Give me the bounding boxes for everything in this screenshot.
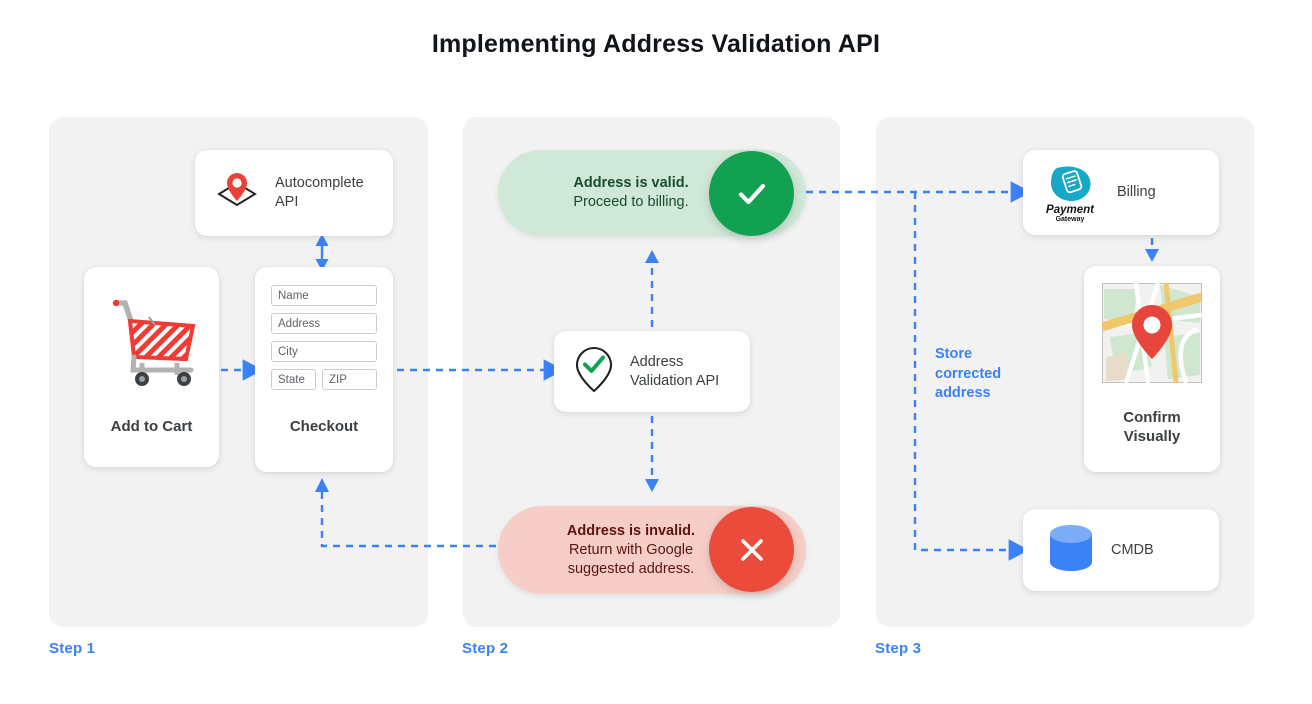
autocomplete-api-card[interactable]: Autocomplete API [195, 150, 393, 236]
checkout-card[interactable]: Name Address City State ZIP Checkout [255, 267, 393, 472]
step-2-label: Step 2 [462, 640, 509, 657]
billing-label: Billing [1117, 184, 1156, 200]
shopping-cart-icon [101, 291, 203, 392]
cmdb-card[interactable]: CMDB [1023, 509, 1219, 591]
svg-text:Payment: Payment [1046, 204, 1095, 216]
cmdb-label: CMDB [1111, 541, 1154, 558]
address-validation-api-card[interactable]: Address Validation API [554, 331, 750, 412]
x-circle-icon [709, 507, 794, 592]
checkout-caption: Checkout [289, 418, 359, 435]
state-field[interactable]: State [271, 369, 316, 390]
city-field[interactable]: City [271, 341, 377, 362]
page-title: Implementing Address Validation API [431, 30, 881, 58]
address-valid-text: Address is valid. Proceed to billing. [573, 175, 689, 210]
address-invalid-text: Address is invalid. Return with Google s… [566, 522, 696, 577]
store-corrected-address-note: Store corrected address [935, 346, 1002, 401]
step-3-label: Step 3 [875, 640, 922, 657]
name-field[interactable]: Name [271, 285, 377, 306]
confirm-visually-card[interactable]: Confirm Visually [1084, 266, 1220, 472]
step-1-label: Step 1 [49, 640, 96, 657]
confirm-visually-caption: Confirm Visually [1123, 409, 1181, 445]
pin-check-icon [570, 343, 618, 400]
payment-gateway-logo: Payment Gateway [1037, 162, 1107, 224]
add-to-cart-card[interactable]: Add to Cart [84, 267, 219, 467]
check-circle-icon [709, 151, 794, 236]
add-to-cart-caption: Add to Cart [110, 418, 193, 435]
zip-field[interactable]: ZIP [322, 369, 377, 390]
svg-text:Gateway: Gateway [1056, 216, 1085, 223]
map-thumbnail-icon [1100, 282, 1204, 388]
billing-card[interactable]: Payment Gateway Billing [1023, 150, 1219, 235]
map-pin-diamond-icon [211, 165, 263, 222]
database-cylinder-icon [1045, 521, 1097, 580]
autocomplete-api-label: Autocomplete API [275, 175, 364, 210]
address-validation-api-label: Address Validation API [630, 353, 720, 389]
address-field[interactable]: Address [271, 313, 377, 334]
